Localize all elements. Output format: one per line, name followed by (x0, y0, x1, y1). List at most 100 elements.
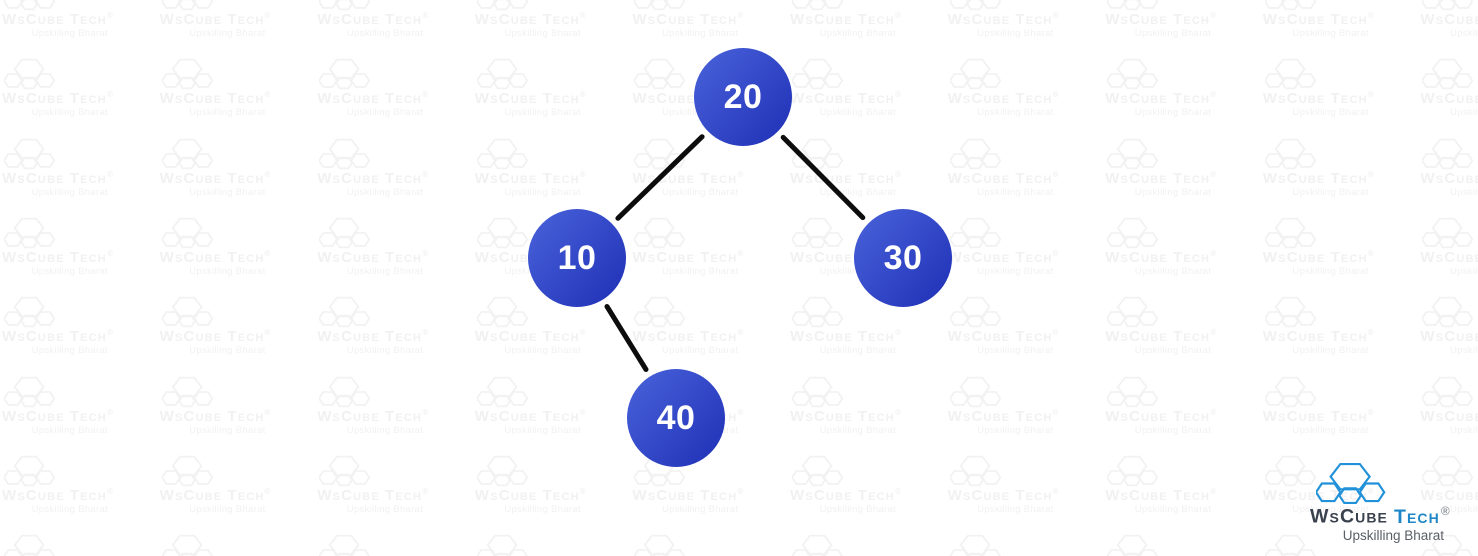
watermark-brand-first: WsCube (632, 11, 696, 28)
watermark-tagline: Upskilling Bharat (189, 107, 266, 119)
registered-mark: ® (1052, 248, 1059, 258)
watermark-tagline: Upskilling Bharat (662, 503, 739, 515)
hexagon-logo-icon (1107, 0, 1159, 11)
tree-node: 30 (854, 209, 952, 307)
watermark-tagline: Upskilling Bharat (31, 107, 108, 119)
registered-mark: ® (106, 407, 113, 417)
registered-mark: ® (737, 11, 744, 20)
watermark-tagline: Upskilling Bharat (346, 107, 424, 119)
watermark-tagline: Upskilling Bharat (189, 265, 266, 277)
watermark-brand-first: WsCube (1105, 328, 1168, 346)
watermark-brand-second: Tech (1015, 486, 1053, 504)
watermark-tagline: Upskilling Bharat (1134, 107, 1212, 119)
registered-mark: ® (106, 486, 113, 496)
watermark-brand-first: WsCube (947, 328, 1011, 346)
watermark-brand-second: Tech (1330, 248, 1368, 266)
watermark-brand-second: Tech (700, 486, 738, 504)
watermark-brand-second: Tech (69, 486, 107, 504)
hexagon-logo-icon (319, 59, 371, 90)
registered-mark: ® (264, 169, 271, 179)
registered-mark: ® (737, 328, 744, 338)
watermark-brand-second: Tech (700, 248, 738, 266)
watermark-tagline: Upskilling Bharat (504, 107, 581, 119)
watermark-brand-first: WsCube (1420, 407, 1478, 425)
tree-edge (604, 304, 649, 372)
watermark-brand-first: WsCube (947, 486, 1011, 504)
watermark-brand-first: WsCube (1262, 486, 1326, 504)
watermark-brand-first: WsCube (1105, 248, 1168, 266)
registered-mark: ® (264, 328, 271, 338)
watermark-brand-first: WsCube (632, 90, 696, 108)
watermark-tagline: Upskilling Bharat (31, 28, 108, 39)
watermark-brand-second: Tech (542, 407, 580, 425)
hexagon-logo-icon (476, 376, 529, 407)
watermark-brand-second: Tech (857, 90, 895, 108)
hexagon-logo-icon (1107, 455, 1159, 487)
hexagon-logo-icon (319, 455, 371, 487)
watermark-brand-first: WsCube (632, 169, 696, 187)
registered-mark: ® (1210, 90, 1217, 100)
watermark-brand-second: Tech (384, 407, 423, 425)
watermark-brand-second: Tech (1015, 407, 1053, 425)
hexagon-logo-icon (634, 217, 686, 249)
watermark-brand-first: WsCube (790, 328, 853, 346)
registered-mark: ® (1052, 486, 1059, 496)
watermark-tagline: Upskilling Bharat (189, 503, 266, 515)
hexagon-logo-icon (1422, 217, 1474, 249)
watermark-tagline: Upskilling Bharat (662, 345, 739, 357)
registered-mark: ® (1052, 328, 1059, 338)
watermark-brand-second: Tech (1015, 328, 1053, 346)
watermark-tagline: Upskilling Bharat (504, 424, 581, 436)
watermark-brand-first: WsCube (790, 407, 853, 425)
watermark-brand-second: Tech (69, 90, 107, 108)
registered-mark: ® (1210, 248, 1217, 258)
watermark-tagline: Upskilling Bharat (662, 265, 739, 277)
watermark-brand-second: Tech (384, 169, 423, 187)
watermark-brand-second: Tech (857, 11, 895, 28)
watermark-tagline: Upskilling Bharat (1134, 345, 1212, 357)
registered-mark: ® (1052, 90, 1059, 100)
watermark-brand-first: WsCube (2, 248, 65, 266)
hexagon-logo-icon (161, 217, 213, 249)
watermark-tagline: Upskilling Bharat (504, 503, 581, 515)
hexagon-logo-icon (792, 296, 844, 328)
watermark-brand-second: Tech (384, 248, 423, 266)
watermark-brand-first: WsCube (1262, 11, 1326, 28)
registered-mark: ® (579, 169, 586, 179)
hexagon-logo-icon (1422, 296, 1474, 328)
watermark-tagline: Upskilling Bharat (1134, 503, 1212, 515)
tree-edge (615, 134, 705, 221)
watermark-brand-first: WsCube (159, 248, 223, 266)
watermark-brand-first: WsCube (159, 90, 223, 108)
hexagon-logo-icon (319, 138, 371, 169)
watermark-tagline: Upskilling Bharat (504, 28, 581, 39)
hexagon-logo-icon (161, 376, 213, 407)
watermark-tagline: Upskilling Bharat (662, 186, 739, 198)
hexagon-logo-icon (634, 0, 686, 11)
registered-mark: ® (894, 407, 901, 417)
hexagon-logo-icon (4, 217, 56, 249)
watermark-brand-first: WsCube (1262, 248, 1326, 266)
